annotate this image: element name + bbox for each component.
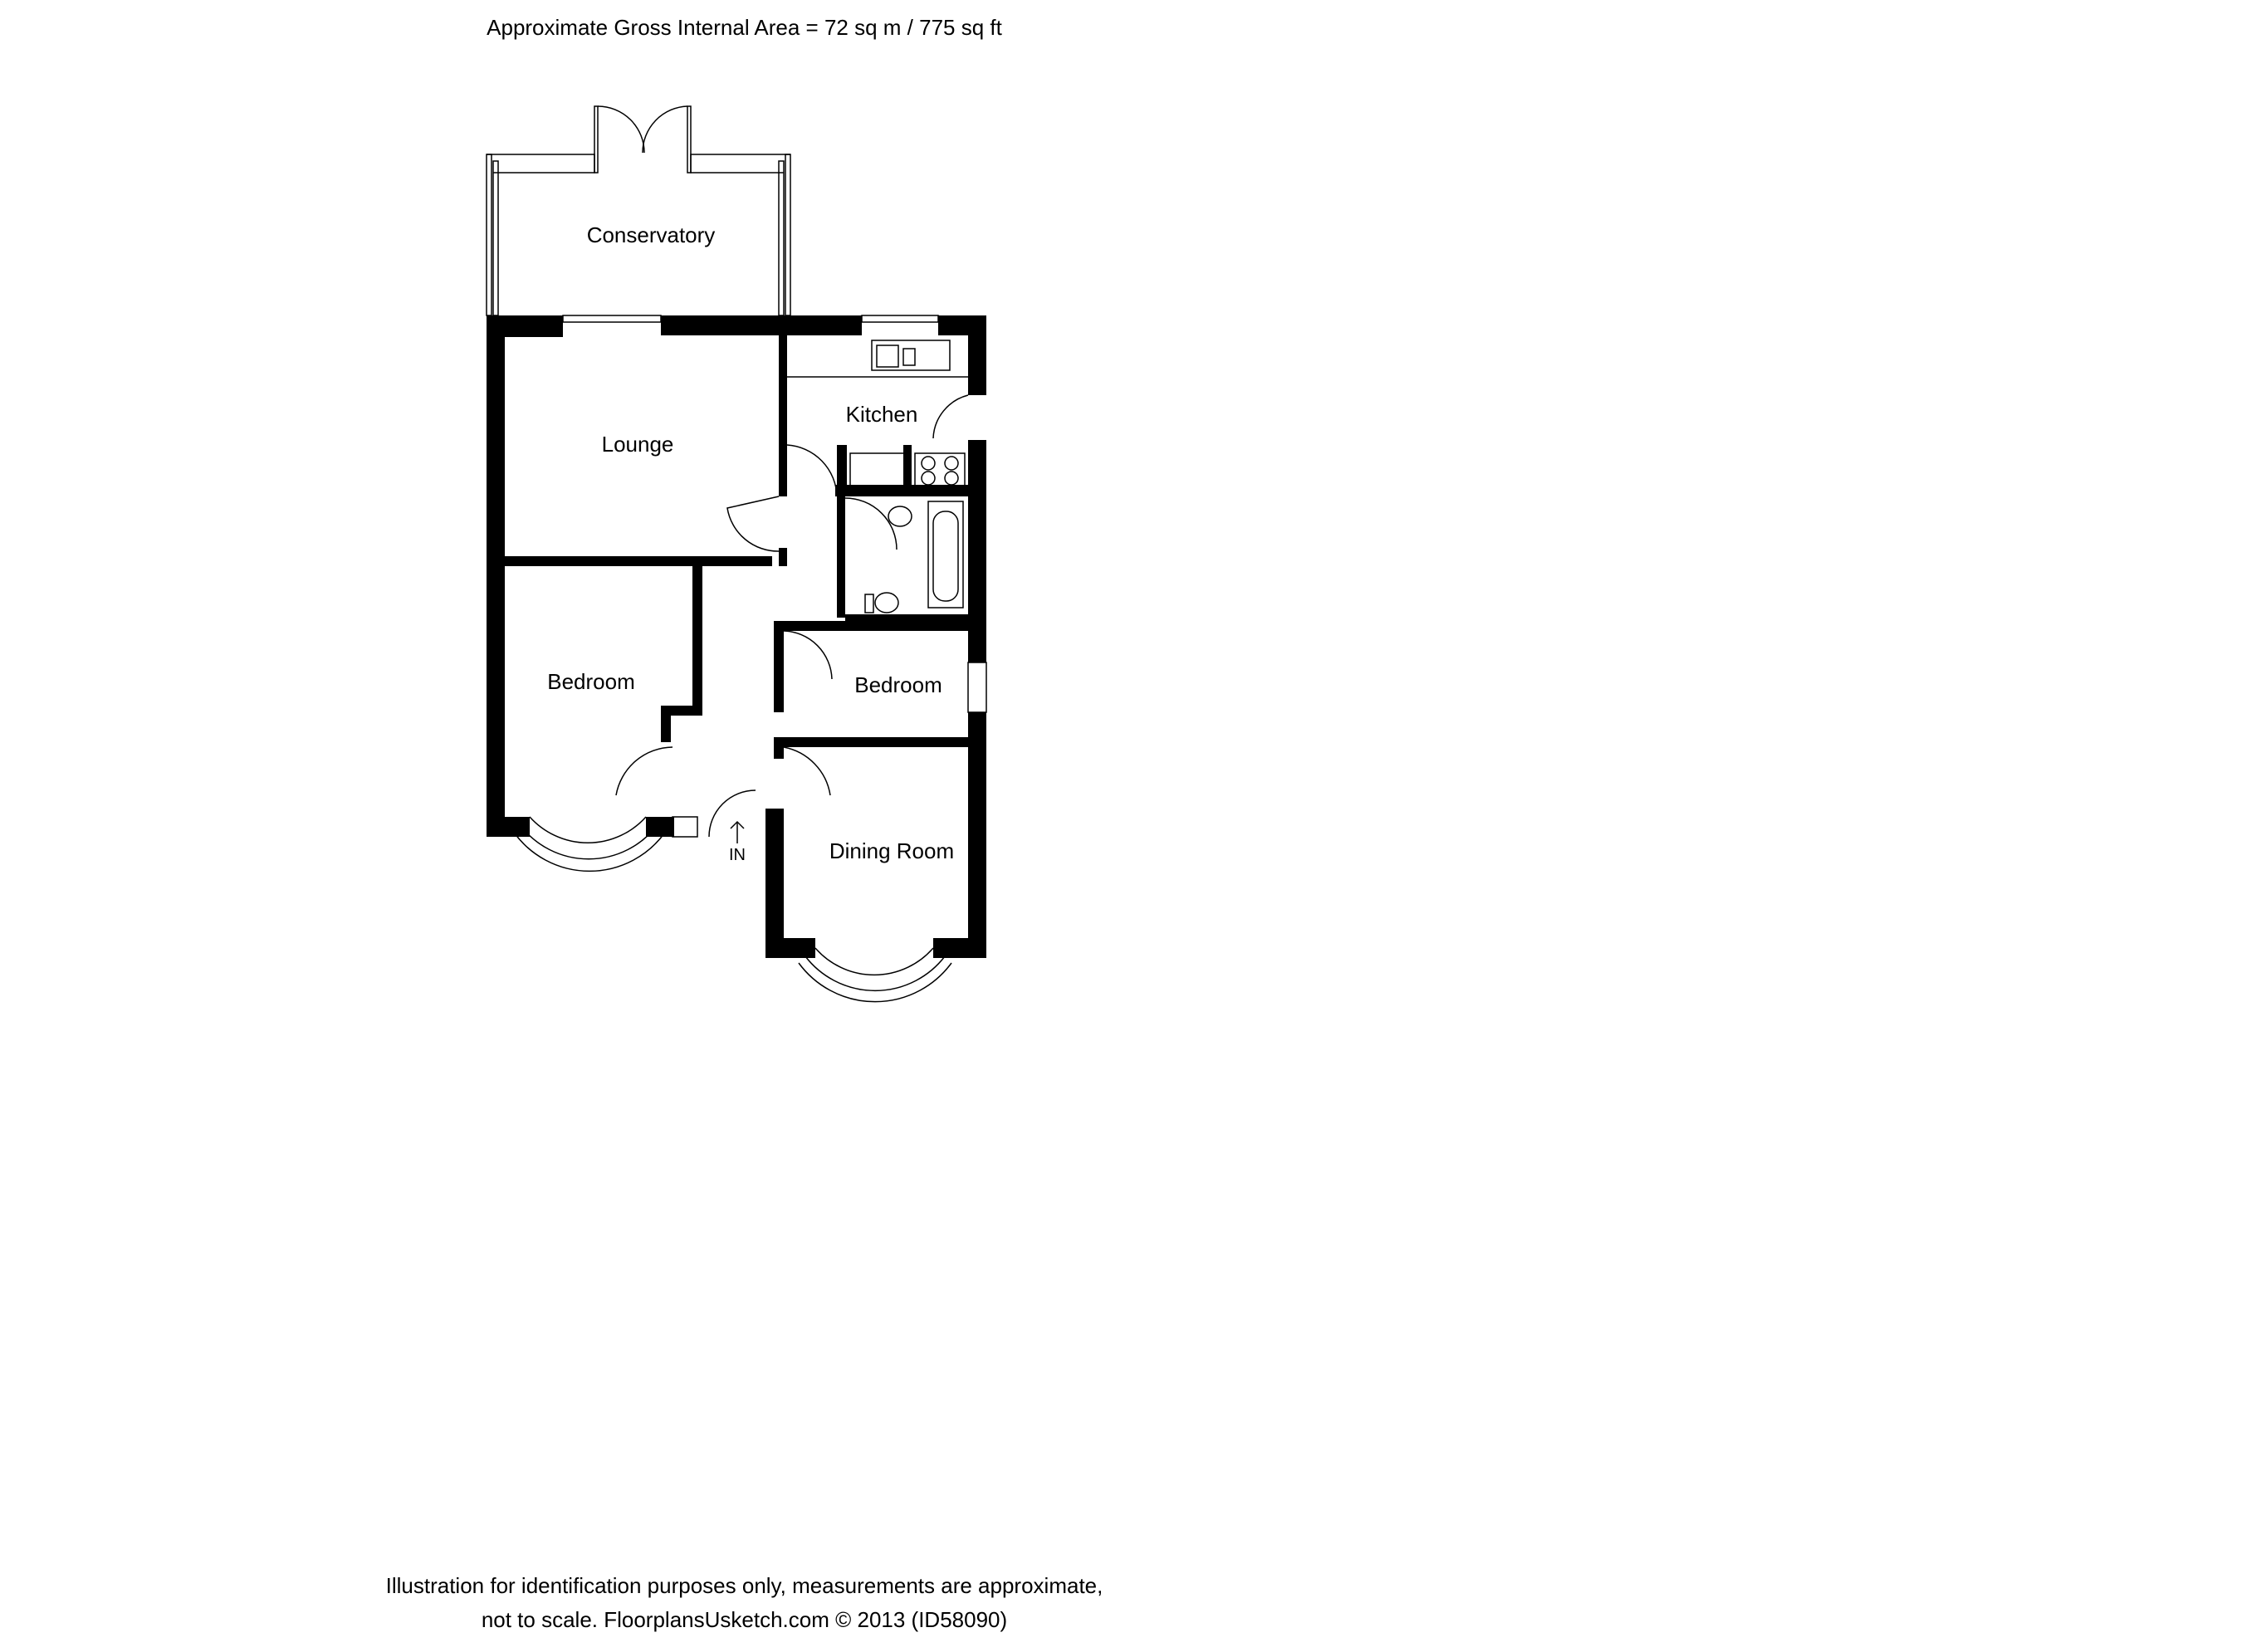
kitchen-fittings [787,340,968,487]
floor-plan: Conservatory Lounge Kitchen Bedroom Bedr… [486,105,987,1003]
gross-area-caption: Approximate Gross Internal Area = 72 sq … [487,15,1002,40]
internal-walls [505,335,968,759]
room-label-bedroom-1: Bedroom [547,669,635,694]
entrance-arrow-icon [730,820,745,843]
room-label-kitchen: Kitchen [846,402,918,427]
conservatory-french-doors [594,105,692,174]
room-label-lounge: Lounge [602,432,674,457]
disclaimer-line-2: not to scale. FloorplansUsketch.com © 20… [481,1607,1008,1632]
bay-window-dining [798,947,952,1003]
doors [615,394,969,838]
bathroom-fittings [864,501,964,613]
room-label-bedroom-2: Bedroom [854,672,942,697]
disclaimer-line-1: Illustration for identification purposes… [385,1573,1103,1598]
room-label-dining-room: Dining Room [829,838,954,863]
room-label-conservatory: Conservatory [587,222,716,247]
windows [562,315,987,838]
bay-window-bedroom [514,816,665,872]
entrance-label: IN [729,846,746,864]
external-walls [487,315,986,958]
